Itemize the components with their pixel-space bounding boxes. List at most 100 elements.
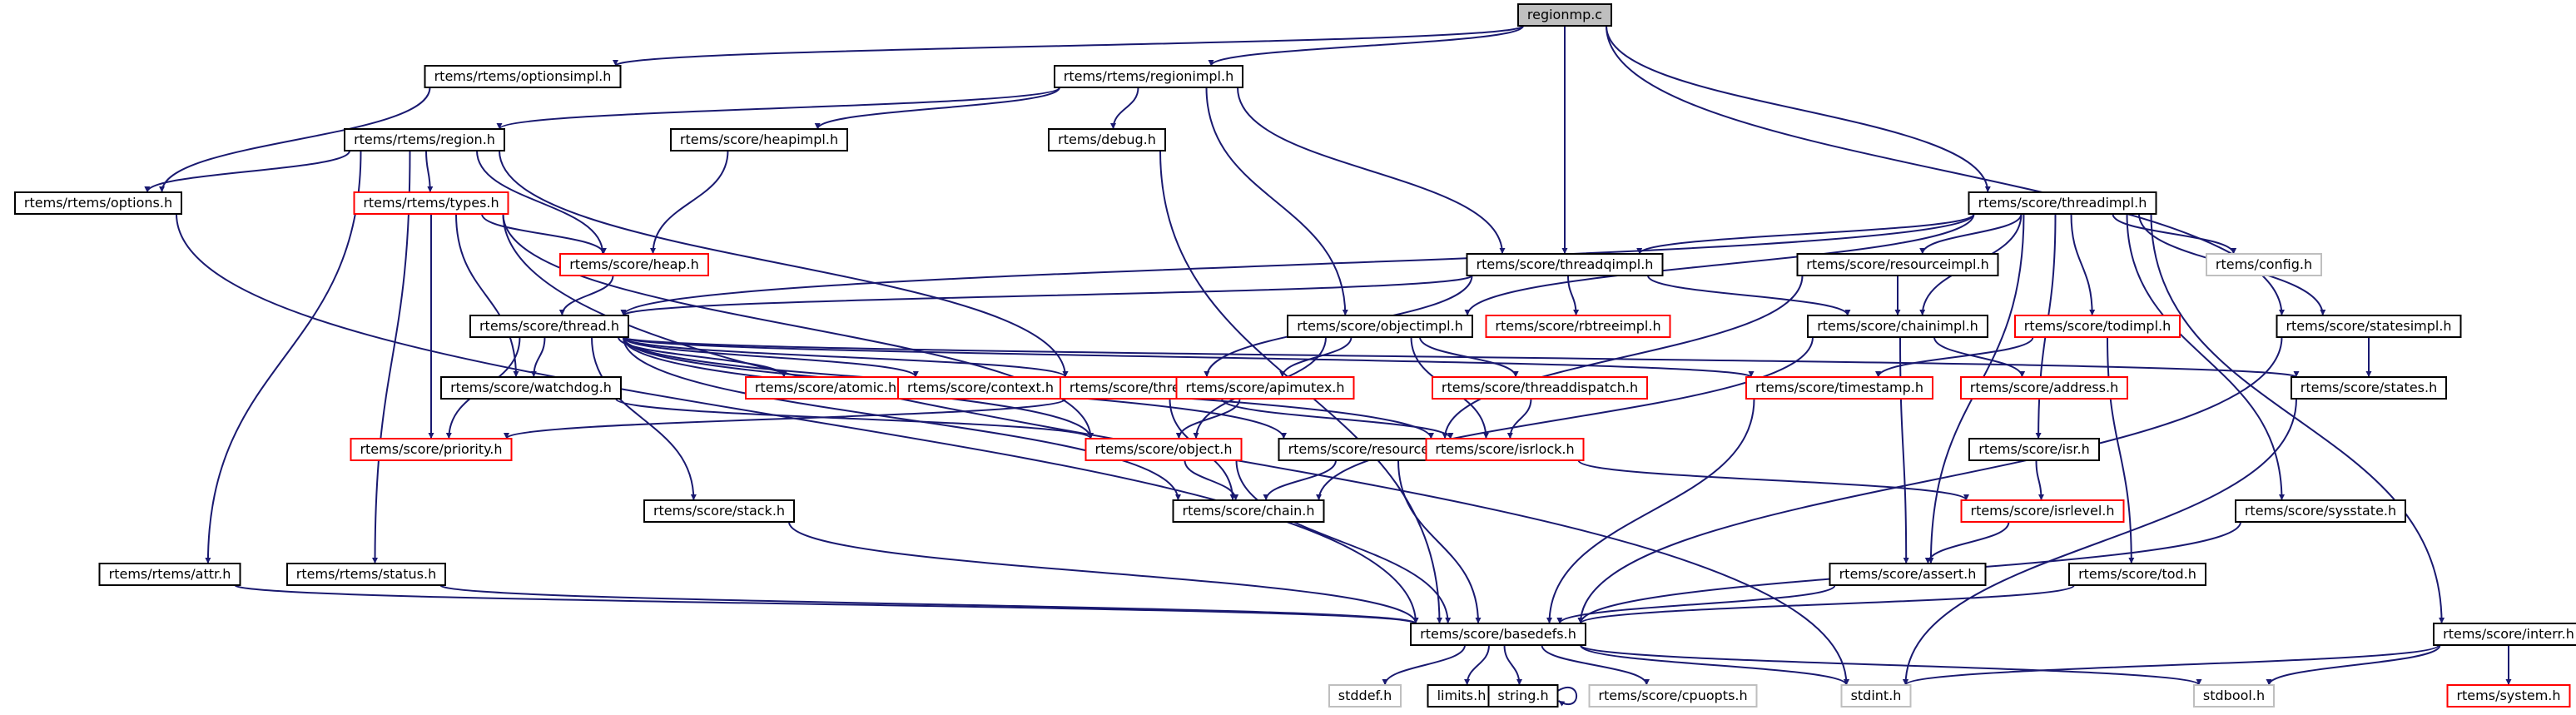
edge-types-to-watchdog (455, 213, 519, 378)
node-limits[interactable]: limits.h (1427, 684, 1496, 708)
node-chainimpl[interactable]: rtems/score/chainimpl.h (1807, 315, 1988, 338)
node-box (559, 253, 709, 276)
node-isrlevel[interactable]: rtems/score/isrlevel.h (1960, 499, 2125, 523)
edge-regionimpl-to-region (496, 87, 1060, 130)
node-apimutex[interactable]: rtems/score/apimutex.h (1175, 376, 1355, 400)
node-resourceimpl[interactable]: rtems/score/resourceimpl.h (1796, 253, 1999, 276)
node-status[interactable]: rtems/rtems/status.h (286, 563, 446, 586)
node-box (2446, 684, 2571, 708)
node-address[interactable]: rtems/score/address.h (1960, 376, 2128, 400)
node-layer: regionmp.c rtems/rtems/optionsimpl.h rtems… (14, 3, 2576, 708)
node-label: rtems/score/rbtreeimpl.h (1495, 318, 1660, 334)
edge-isrlevel-to-assert (1924, 521, 2010, 564)
node-label: rtems/config.h (2216, 256, 2312, 272)
node-statesimpl[interactable]: rtems/score/statesimpl.h (2276, 315, 2462, 338)
edge-watchdog-to-object (615, 398, 1094, 439)
edge-threadimpl-to-sysstate (2126, 213, 2285, 501)
node-box (1427, 684, 1496, 708)
edge-states-to-stdint (1903, 398, 2297, 686)
node-system[interactable]: rtems/system.h (2446, 684, 2571, 708)
edge-objectimpl-to-threaddispatch (1419, 336, 1519, 378)
node-heap[interactable]: rtems/score/heap.h (559, 253, 709, 276)
node-box (1172, 499, 1325, 523)
node-label: rtems/score/isrlock.h (1435, 441, 1574, 457)
edge-chainimpl-to-assert (1899, 336, 1909, 564)
node-box (670, 128, 848, 151)
node-box (2235, 499, 2406, 523)
node-threadqimpl[interactable]: rtems/score/threadqimpl.h (1466, 253, 1664, 276)
node-todimpl[interactable]: rtems/score/todimpl.h (2014, 315, 2181, 338)
node-label: rtems/debug.h (1058, 132, 1156, 147)
edge-regionmp-to-regionimpl (1208, 25, 1524, 67)
node-box (469, 315, 629, 338)
node-label: rtems/score/statesimpl.h (2286, 318, 2451, 334)
node-box (1487, 684, 1559, 708)
node-label: rtems/score/assert.h (1839, 566, 1977, 582)
node-priority[interactable]: rtems/score/priority.h (350, 438, 513, 461)
node-isrlock[interactable]: rtems/score/isrlock.h (1425, 438, 1585, 461)
node-stack[interactable]: rtems/score/stack.h (643, 499, 795, 523)
node-label: rtems/score/thread.h (479, 318, 619, 334)
edge-types-to-heap (481, 213, 607, 255)
node-debug[interactable]: rtems/debug.h (1048, 128, 1166, 151)
node-timestamp[interactable]: rtems/score/timestamp.h (1745, 376, 1933, 400)
node-region[interactable]: rtems/rtems/region.h (344, 128, 505, 151)
node-optionsimpl[interactable]: rtems/rtems/optionsimpl.h (424, 65, 622, 88)
node-tod[interactable]: rtems/score/tod.h (2068, 563, 2206, 586)
edge-thread-to-watchdog (530, 336, 546, 378)
node-label: regionmp.c (1527, 7, 1602, 22)
node-box (1807, 315, 1988, 338)
node-rbtreeimpl[interactable]: rtems/score/rbtreeimpl.h (1485, 315, 1671, 338)
node-label: rtems/score/priority.h (360, 441, 502, 457)
edge-region-to-types (425, 150, 434, 193)
node-box (1968, 438, 2100, 461)
edge-chainimpl-to-chain (1316, 336, 1814, 501)
node-label: rtems/rtems/types.h (363, 195, 499, 211)
node-label: rtems/rtems/optionsimpl.h (434, 68, 612, 84)
edge-thread-to-stack (591, 336, 697, 501)
node-interr[interactable]: rtems/score/interr.h (2433, 623, 2576, 646)
node-assert[interactable]: rtems/score/assert.h (1829, 563, 1987, 586)
node-object[interactable]: rtems/score/object.h (1085, 438, 1243, 461)
node-label: rtems/score/interr.h (2443, 626, 2574, 642)
node-attr[interactable]: rtems/rtems/attr.h (98, 563, 241, 586)
node-heapimpl[interactable]: rtems/score/heapimpl.h (670, 128, 848, 151)
edge-threadimpl-to-interr (2150, 213, 2445, 624)
node-cpuopts: rtems/score/cpuopts.h (1588, 684, 1758, 708)
node-chain[interactable]: rtems/score/chain.h (1172, 499, 1325, 523)
edge-basedefs-to-stddef (1382, 644, 1466, 686)
node-atomic[interactable]: rtems/score/atomic.h (745, 376, 906, 400)
node-basedefs[interactable]: rtems/score/basedefs.h (1410, 623, 1586, 646)
node-sysstate[interactable]: rtems/score/sysstate.h (2235, 499, 2406, 523)
node-label: rtems/score/chainimpl.h (1817, 318, 1978, 334)
node-states[interactable]: rtems/score/states.h (2291, 376, 2447, 400)
node-context[interactable]: rtems/score/context.h (897, 376, 1064, 400)
node-isr[interactable]: rtems/score/isr.h (1968, 438, 2100, 461)
node-objectimpl[interactable]: rtems/score/objectimpl.h (1287, 315, 1473, 338)
edge-threadq-to-isrlock (1221, 398, 1454, 439)
node-types[interactable]: rtems/rtems/types.h (353, 191, 509, 215)
node-resource[interactable]: rtems/score/resource.h (1278, 438, 1452, 461)
edge-thread-to-context (623, 336, 919, 378)
edge-apimutex-to-object (1175, 398, 1241, 439)
edge-timestamp-to-basedefs (1546, 398, 1755, 624)
node-string[interactable]: string.h (1487, 684, 1559, 708)
node-box (424, 65, 622, 88)
node-threadimpl[interactable]: rtems/score/threadimpl.h (1968, 191, 2157, 215)
node-box (1745, 376, 1933, 400)
node-box (353, 191, 509, 215)
node-stdint: stdint.h (1840, 684, 1912, 708)
node-box (2206, 253, 2322, 276)
edge-region-to-threadq (499, 150, 1069, 378)
node-box (286, 563, 446, 586)
node-regionimpl[interactable]: rtems/rtems/regionimpl.h (1054, 65, 1243, 88)
edge-region-to-attr (205, 150, 362, 564)
node-label: rtems/score/threadqimpl.h (1477, 256, 1654, 272)
node-box (1432, 376, 1648, 400)
node-options[interactable]: rtems/rtems/options.h (14, 191, 182, 215)
node-threaddispatch[interactable]: rtems/score/threaddispatch.h (1432, 376, 1648, 400)
edge-interr-to-stdbool (2266, 644, 2441, 686)
node-thread[interactable]: rtems/score/thread.h (469, 315, 629, 338)
node-watchdog[interactable]: rtems/score/watchdog.h (440, 376, 622, 400)
node-label: rtems/score/threaddispatch.h (1442, 380, 1638, 395)
